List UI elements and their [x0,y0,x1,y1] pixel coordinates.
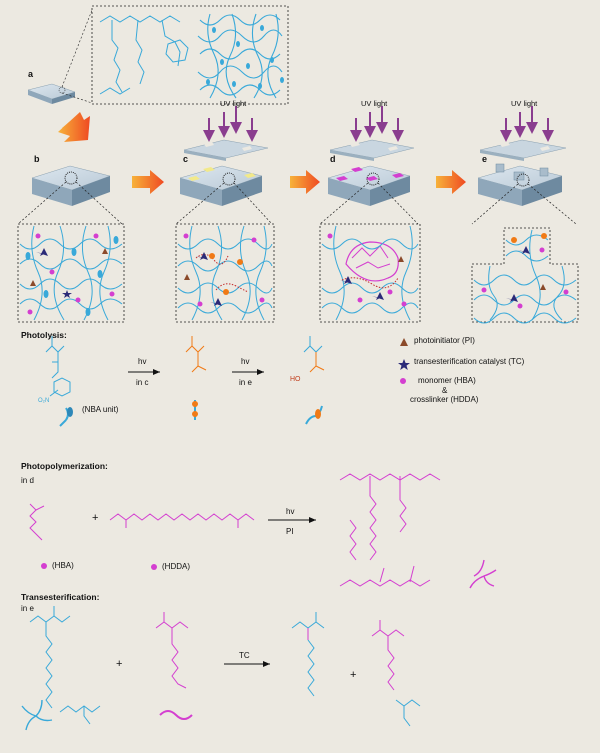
in-d-label: in d [21,476,34,485]
nba-unit-label: (NBA unit) [82,405,119,414]
photomask-e [479,139,567,161]
plus-trans-1: + [116,658,123,670]
in-e-label-2: in e [21,604,34,613]
uv-light-label-c: UV light [220,99,247,108]
product-1-structure [291,612,325,697]
uv-light-label-e: UV light [511,99,538,108]
monomer-dot-icon [400,378,406,384]
crosslinker-network-icon [469,559,497,589]
nba-structure [45,336,71,397]
uv-arrows [203,106,554,142]
no2-label: O₂N [38,398,50,404]
nba-unit-icon [59,407,73,427]
magenta-chain-icon [159,710,193,720]
product-2-structure [371,620,421,727]
legend-amp: & [442,386,448,395]
zoom-box-a [91,5,289,105]
panel-label-b: b [34,154,40,164]
slab-c [179,165,263,206]
hdda-structure [109,513,255,528]
hba-structure [29,503,45,541]
hba-dot-icon [41,563,47,569]
blue-network-icon [21,699,53,731]
section-photolysis: Photolysis: [21,330,67,340]
uv-light-label-d: UV light [361,99,388,108]
tc-star-icon [398,359,410,370]
legend-pi: photoinitiator (PI) [414,336,475,345]
in-c-label: in c [136,378,149,387]
orange-arrow-a-b [58,112,90,142]
plus-trans-2: + [350,669,357,681]
panel-a-slab [27,9,93,104]
hv-label-3: hv [286,507,295,516]
hv-label-1: hv [138,357,147,366]
zoom-box-b [17,223,125,323]
panel-label-c: c [183,154,189,164]
legend-crosslinker: crosslinker (HDDA) [410,395,479,404]
acid-icon [305,405,323,425]
panel-label-d: d [330,154,336,164]
orange-arrow-c-d [290,170,320,194]
slab-b [31,165,111,206]
zoom-lines [17,181,577,225]
photomask-c [183,139,269,161]
plus-photopolymerization: + [92,512,99,524]
section-photopolymerization: Photopolymerization: [21,461,108,471]
panel-label-a: a [28,69,34,79]
hdda-dot-icon [151,564,157,570]
pi-label: PI [286,527,294,536]
hv-label-2: hv [241,357,250,366]
hba-label: (HBA) [52,561,74,570]
magenta-ester-structure [155,612,189,689]
ho-label: HO [290,376,301,383]
pi-triangle-icon [400,338,408,346]
section-transesterification: Transesterification: [21,592,100,602]
hdda-label: (HDDA) [162,562,190,571]
legend-monomer: monomer (HBA) [418,376,476,385]
slab-e [477,163,563,206]
acid-structure [303,336,325,373]
blue-ester-structure [29,606,101,725]
zoom-box-d [319,223,421,323]
photomask-d [329,139,415,161]
intermediate-icon [192,400,198,420]
in-e-label: in e [239,378,252,387]
slab-d [327,165,411,206]
orange-arrow-b-c [132,170,164,194]
zoom-box-c [175,223,275,323]
panel-label-e: e [482,154,488,164]
zoom-box-e [471,227,579,324]
tc-label: TC [239,651,250,660]
orange-arrow-d-e [436,170,466,194]
crosslinked-polymer-structure [339,473,441,587]
legend-tc: transesterification catalyst (TC) [414,357,525,366]
intermediate-structure [185,336,207,373]
